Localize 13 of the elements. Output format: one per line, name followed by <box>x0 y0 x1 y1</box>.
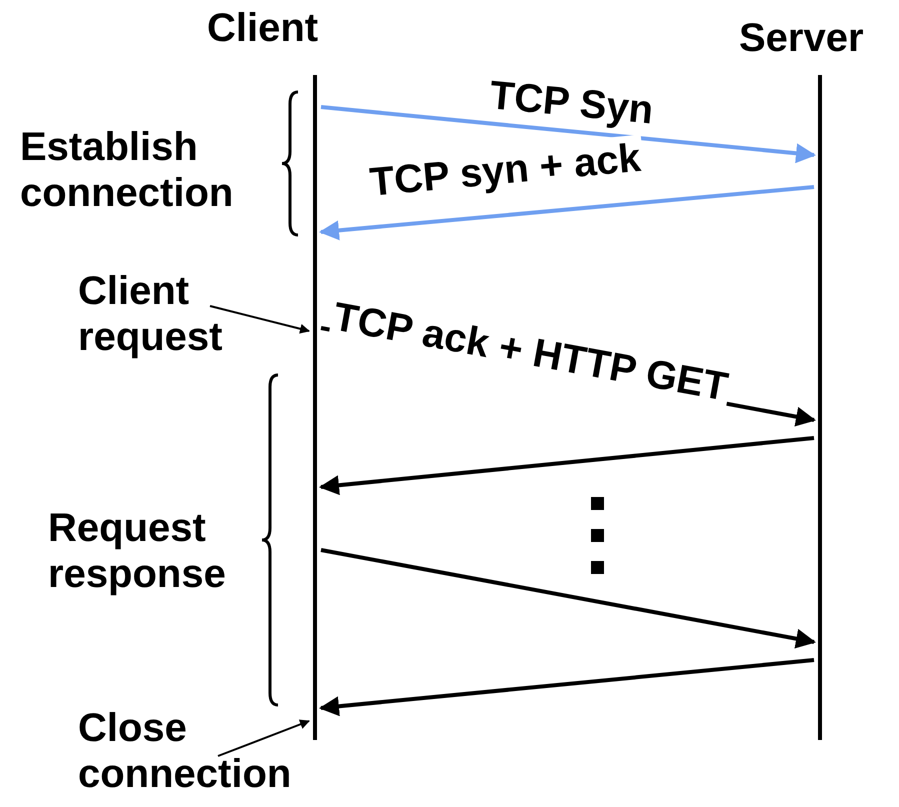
message-arrow <box>319 185 814 240</box>
leader-line <box>218 720 310 757</box>
message-arrow <box>320 105 816 164</box>
leader-line <box>210 305 310 334</box>
phase-label: Request response <box>48 505 227 597</box>
phase-label: Establish connection <box>20 124 234 216</box>
callout-text: Client request <box>78 268 224 360</box>
lifeline-heading: Client <box>207 5 318 51</box>
lifeline-heading: Server <box>739 15 864 61</box>
message-arrow <box>319 436 814 496</box>
callout-text: Close connection <box>78 705 292 797</box>
message-arrow <box>319 658 814 716</box>
message-arrow <box>320 548 816 649</box>
